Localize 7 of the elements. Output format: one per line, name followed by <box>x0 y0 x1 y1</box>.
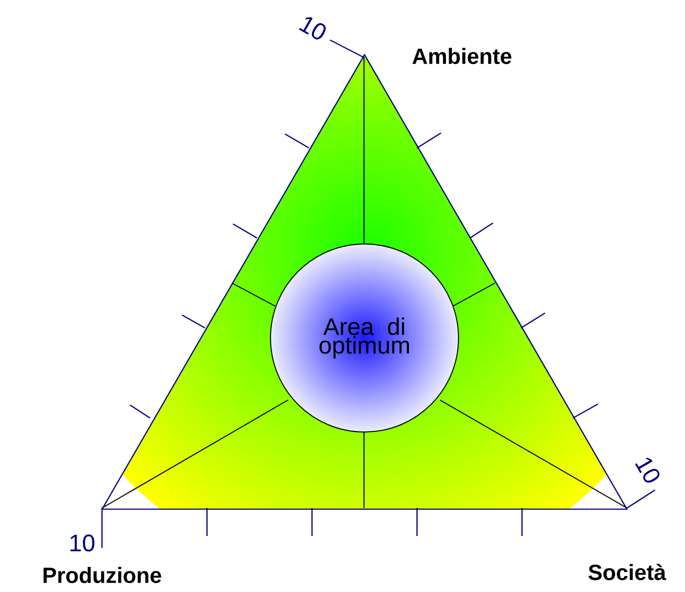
axis-label: Ambiente <box>412 48 512 64</box>
scale-number: 10 <box>298 17 326 40</box>
circle-area: Area di optimum <box>270 244 459 432</box>
axis-label: Produzione <box>44 566 162 584</box>
axis-label: Società <box>588 564 666 580</box>
scale-number: 10 <box>635 458 660 483</box>
scale-number: 10 <box>70 534 94 552</box>
